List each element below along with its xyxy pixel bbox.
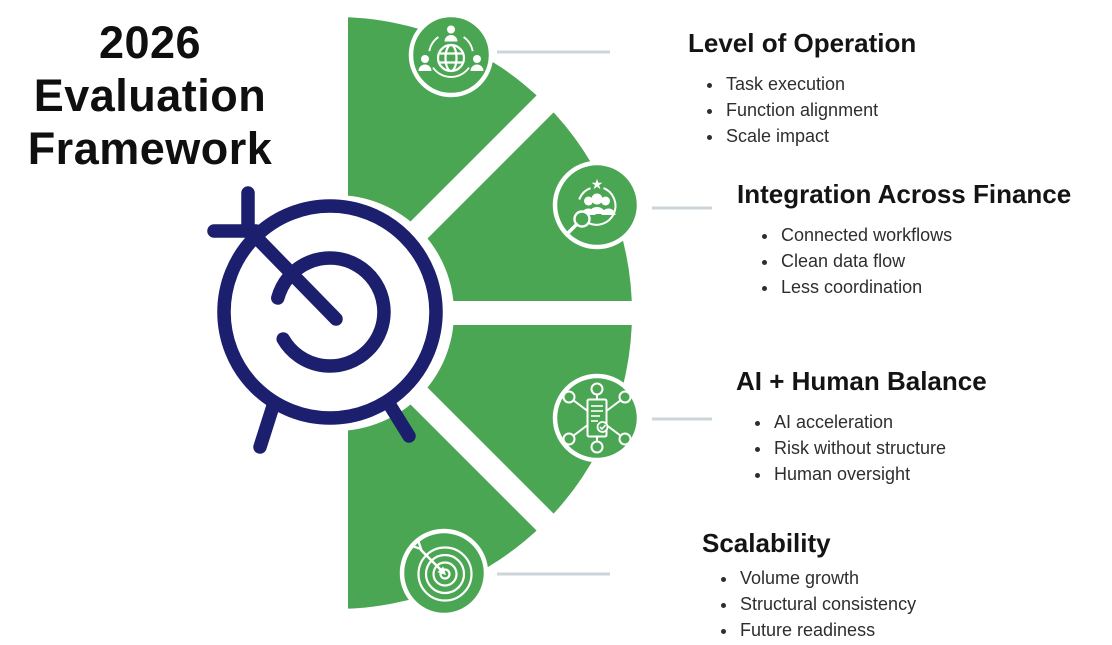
- bullet-list: Connected workflows Clean data flow Less…: [737, 222, 1071, 300]
- section-ai-human-balance: AI + Human Balance AI acceleration Risk …: [736, 365, 987, 487]
- fan-wedges: [324, 0, 670, 636]
- bullet-item: AI acceleration: [772, 409, 987, 435]
- connector-lines: [497, 50, 712, 576]
- people-icons: [418, 25, 484, 71]
- bullet-item: Function alignment: [724, 97, 916, 123]
- bullet-list: AI acceleration Risk without structure H…: [736, 409, 987, 487]
- title-line: Evaluation: [33, 70, 267, 121]
- global-team-network-icon: [408, 12, 494, 98]
- section-heading: Scalability: [702, 528, 831, 558]
- title-line: Framework: [27, 123, 273, 174]
- bullet-item: Human oversight: [772, 461, 987, 487]
- bullseye-rings: [417, 546, 473, 602]
- section-scalability: Scalability Volume growth Structural con…: [702, 527, 916, 643]
- magnifier-icon: [566, 210, 591, 235]
- team-star-magnifier-icon: ★: [552, 160, 642, 250]
- bullet-item: Future readiness: [738, 617, 916, 643]
- document-icon: [586, 398, 609, 438]
- hub-nodes: [562, 382, 632, 454]
- bullet-list: Volume growth Structural consistency Fut…: [702, 565, 916, 643]
- dart-arrow: [410, 538, 446, 575]
- link-arcs: [428, 36, 474, 78]
- section-heading: AI + Human Balance: [736, 366, 987, 396]
- page-title: 2026 Evaluation Framework: [0, 16, 300, 175]
- bullet-item: Scale impact: [724, 123, 916, 149]
- globe-icon: [436, 43, 466, 73]
- section-level-of-operation: Level of Operation Task execution Functi…: [688, 27, 916, 149]
- title-line: 2026: [98, 17, 202, 68]
- bullet-item: Risk without structure: [772, 435, 987, 461]
- people-group-icon: [581, 193, 616, 215]
- bullet-item: Volume growth: [738, 565, 916, 591]
- check-badge-icon: [596, 421, 609, 433]
- document-network-hub-icon: [552, 373, 642, 463]
- bullet-item: Less coordination: [779, 274, 1071, 300]
- section-integration-across-finance: Integration Across Finance Connected wor…: [737, 178, 1071, 300]
- section-heading: Integration Across Finance: [737, 179, 1072, 209]
- section-heading: Level of Operation: [688, 28, 917, 58]
- bullet-item: Structural consistency: [738, 591, 916, 617]
- star-icon: ★: [591, 176, 604, 192]
- dartboard-arrow-tripod-icon: [207, 186, 443, 454]
- bullet-item: Connected workflows: [779, 222, 1071, 248]
- bullet-list: Task execution Function alignment Scale …: [688, 71, 916, 149]
- bullet-item: Task execution: [724, 71, 916, 97]
- fan-gutters: [324, 0, 670, 636]
- target-arrow-icon: [399, 528, 489, 618]
- bullet-item: Clean data flow: [779, 248, 1071, 274]
